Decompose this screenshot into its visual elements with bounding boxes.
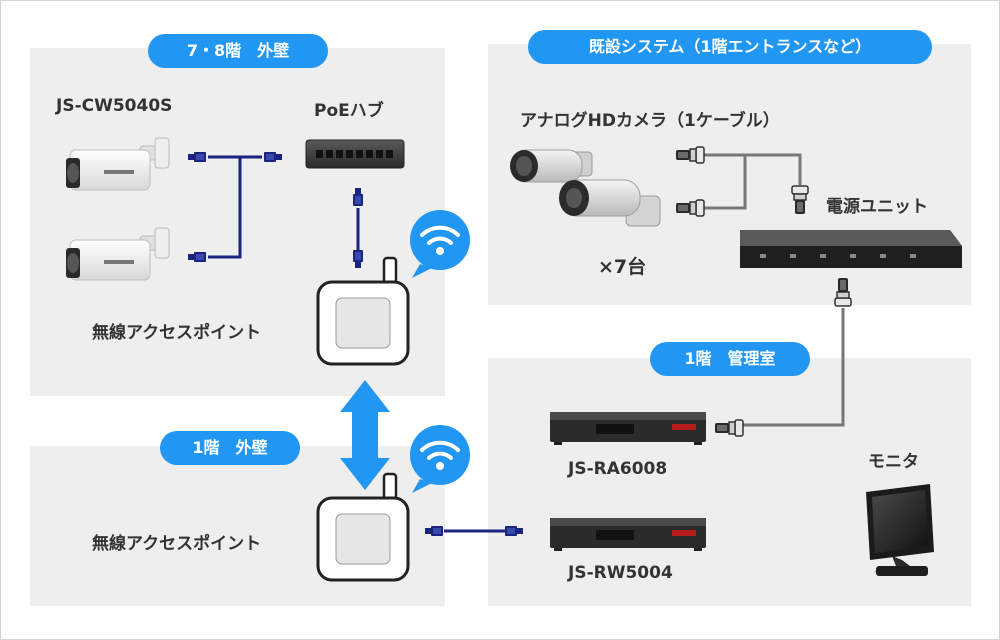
wifi-icon: [408, 208, 472, 280]
power-unit-icon: [740, 230, 962, 268]
access-point-lower-label: 無線アクセスポイント: [92, 534, 262, 554]
lan-cable: [208, 155, 505, 533]
wifi-icon: [408, 423, 472, 495]
section-existing-system: 既設システム（1階エントランスなど）: [528, 30, 932, 64]
section-floor1-office: 1階 管理室: [650, 342, 810, 376]
monitor-icon: [866, 484, 934, 576]
ip-camera-model-label: JS-CW5040S: [56, 96, 173, 116]
poe-hub-label: PoEハブ: [314, 101, 384, 121]
access-point-icon: [316, 472, 410, 582]
analog-camera-icon: [510, 149, 593, 183]
access-point-icon: [316, 256, 410, 366]
analog-camera-label: アナログHDカメラ（1ケーブル）: [520, 111, 780, 131]
ip-camera-icon: [66, 137, 170, 191]
section-floor1-wall: 1階 外壁: [160, 431, 300, 465]
section-floor78-wall: 7・8階 外壁: [148, 34, 328, 68]
ip-camera-icon: [66, 227, 170, 281]
poe-hub-icon: [305, 139, 405, 169]
recorder-b-label: JS-RW5004: [568, 563, 673, 583]
analog-camera-icon: [559, 179, 661, 227]
recorder-ra6008-icon: [550, 412, 706, 445]
access-point-upper-label: 無線アクセスポイント: [92, 323, 262, 343]
camera-count-label: ×7台: [598, 256, 647, 278]
panel-floor1-office: [488, 358, 971, 606]
recorder-a-label: JS-RA6008: [568, 459, 668, 479]
coax-cable: [704, 153, 845, 427]
power-unit-label: 電源ユニット: [826, 197, 928, 217]
monitor-label: モニタ: [868, 452, 919, 472]
wireless-link-arrow: [340, 380, 390, 490]
bnc-plug-icon: [675, 146, 852, 437]
recorder-rw5004-icon: [550, 518, 706, 551]
